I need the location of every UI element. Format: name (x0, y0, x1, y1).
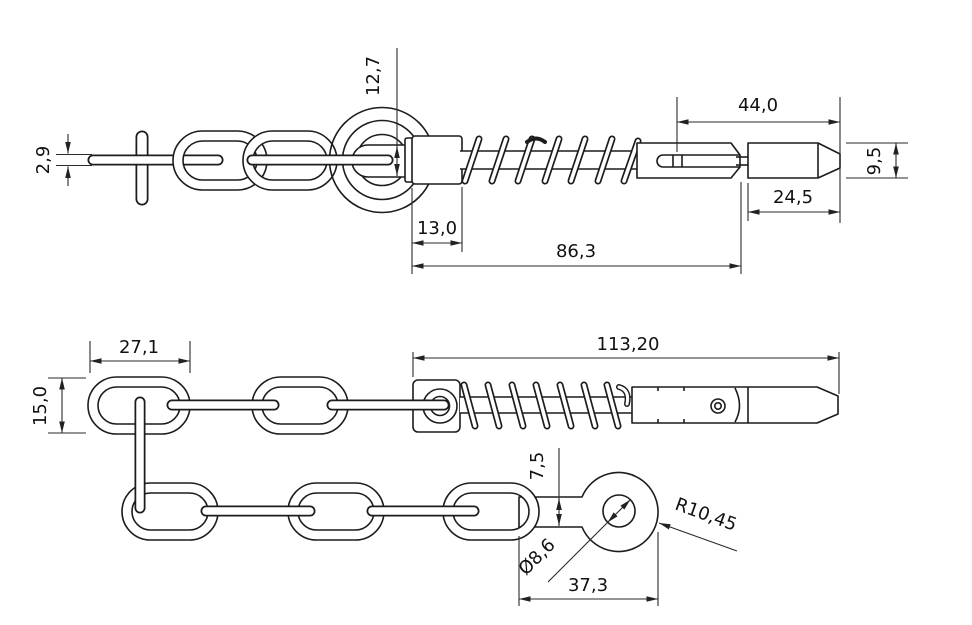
dim-ring-bore: 12,7 (363, 48, 400, 176)
dim-label-overall-length: 113,20 (597, 334, 660, 355)
chain-link-4 (287, 482, 385, 541)
dim-tip-diameter: 9,5 (846, 142, 908, 179)
coil-spring-plan (460, 381, 631, 430)
dim-label-link-width: 15,0 (30, 386, 51, 426)
chain-bars-plan (134, 396, 480, 517)
dim-label-hole-diameter: Ø8,6 (515, 535, 560, 580)
dim-label-body-length: 86,3 (556, 241, 596, 262)
chain-link-b (242, 130, 338, 191)
dim-label-tab-length: 37,3 (568, 575, 608, 596)
dim-label-tab-width: 7,5 (527, 452, 548, 481)
cross-hole (710, 398, 726, 414)
dim-link-length: 27,1 (89, 337, 191, 373)
coil-spring (461, 135, 642, 185)
chain-link-2 (251, 376, 349, 435)
dim-label-tip-length: 24,5 (773, 187, 813, 208)
dim-label-ring-bore: 12,7 (363, 56, 384, 96)
dim-head-width: 13,0 (411, 187, 463, 274)
dim-label-tip-section: 44,0 (738, 95, 778, 116)
dim-label-head-width: 13,0 (417, 218, 457, 239)
dim-eye-radius: R10,45 (658, 494, 740, 552)
chain-link-5 (442, 482, 540, 541)
dim-label-tip-diameter: 9,5 (864, 147, 885, 176)
bolt-head (404, 135, 463, 185)
dim-label-chain-wire: 2,9 (33, 146, 54, 175)
bolt-tip (747, 142, 841, 179)
dim-body-length: 86,3 (412, 182, 742, 274)
side-view: 2,9 12,7 13,0 86,3 44,0 24,5 (33, 48, 908, 274)
dim-tip-length: 24,5 (747, 183, 840, 221)
dim-chain-wire: 2,9 (33, 134, 92, 186)
dim-label-link-length: 27,1 (119, 337, 159, 358)
dim-link-width: 15,0 (30, 377, 86, 434)
bolt-body-fork (636, 142, 748, 179)
dim-tip-section: 44,0 (676, 95, 841, 223)
dim-tab-length: 37,3 (518, 532, 659, 606)
dim-tab-width: 7,5 (527, 448, 562, 526)
dim-label-eye-radius: R10,45 (672, 494, 739, 536)
bolt-body-plan (631, 386, 839, 424)
plan-view: 27,1 15,0 113,20 7,5 Ø8,6 R10,45 (30, 334, 840, 606)
dim-overall-length: 113,20 (412, 334, 840, 394)
chain-link-1 (87, 376, 191, 435)
